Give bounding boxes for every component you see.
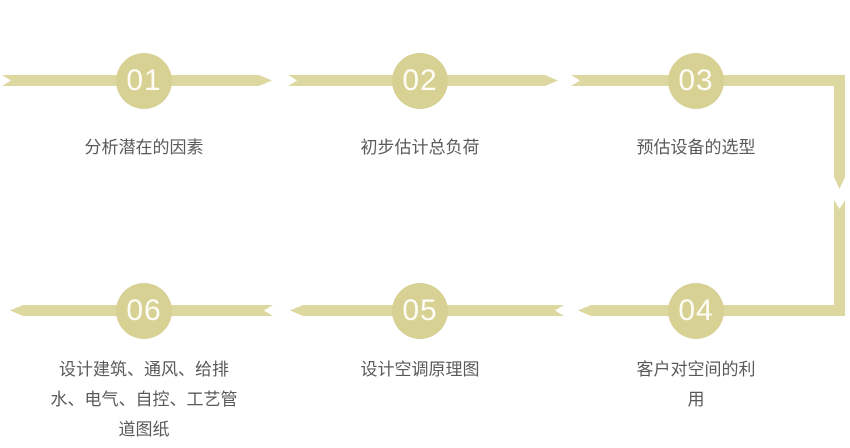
step-label-06: 设计建筑、通风、给排水、电气、自控、工艺管道图纸 [50, 360, 238, 439]
step-circle-03: 03 [668, 53, 724, 109]
step-label-02: 初步估计总负荷 [360, 138, 480, 157]
step-label-03: 预估设备的选型 [636, 138, 756, 157]
step-number-04: 04 [678, 294, 714, 327]
step-circle-06: 06 [116, 283, 172, 339]
step-number-02: 02 [402, 64, 438, 97]
step-number-01: 01 [126, 64, 162, 97]
step-circle-04: 04 [668, 283, 724, 339]
step-label-04: 客户对空间的利用 [636, 360, 756, 409]
step-label-01: 分析潜在的因素 [84, 138, 204, 157]
down-connector-lower [834, 200, 845, 316]
step-number-05: 05 [402, 294, 438, 327]
down-connector-upper [834, 75, 845, 189]
step-circle-02: 02 [392, 53, 448, 109]
step-number-06: 06 [126, 294, 162, 327]
step-circle-05: 05 [392, 283, 448, 339]
step-label-05: 设计空调原理图 [360, 360, 480, 379]
step-number-03: 03 [678, 64, 714, 97]
step-circle-01: 01 [116, 53, 172, 109]
